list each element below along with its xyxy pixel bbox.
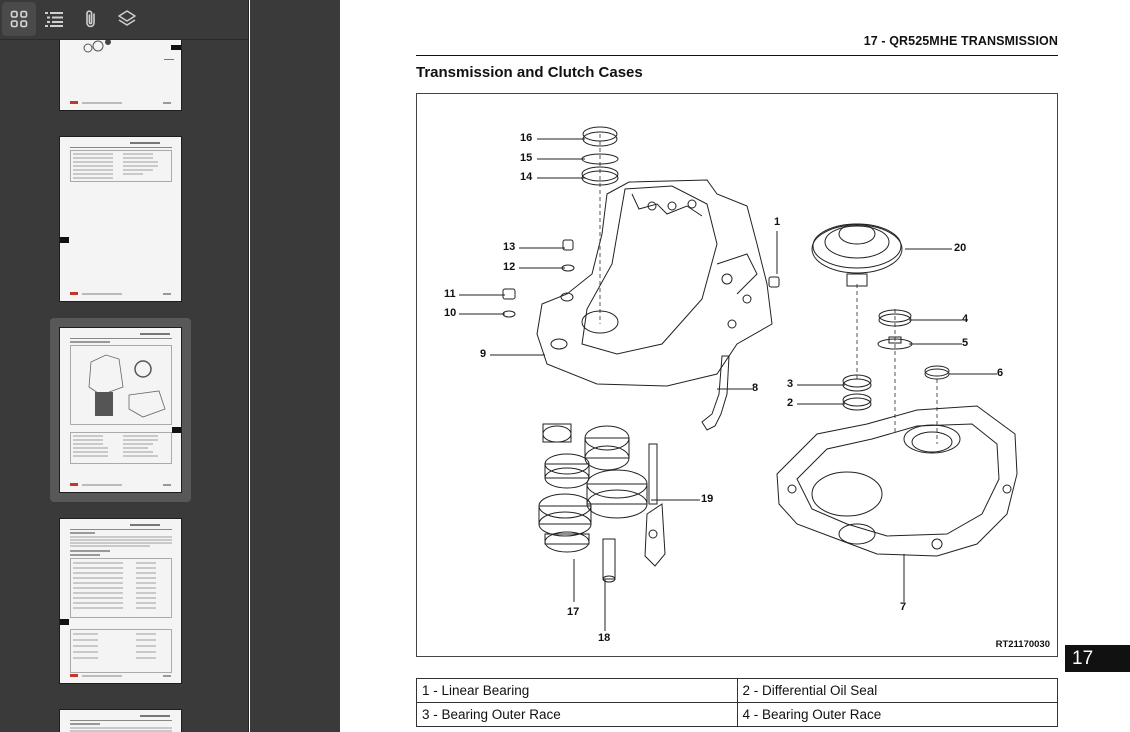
document-page: 17 - QR525MHE TRANSMISSION Transmission …	[340, 0, 1130, 732]
figure-code: RT21170030	[995, 639, 1050, 650]
table-cell: 3 - Bearing Outer Race	[416, 702, 738, 727]
exploded-view-figure: 16 15 14 13 12 11 10 9 1 20 4 5 6 3 2 8 …	[416, 93, 1058, 657]
thumbnail-diagram	[88, 354, 166, 418]
layers-button[interactable]	[110, 2, 144, 36]
thumbnail-diagram	[83, 39, 111, 53]
page-thumbnail[interactable]	[59, 709, 182, 732]
attachments-button[interactable]	[74, 2, 108, 36]
table-row: 1 - Linear Bearing 2 - Differential Oil …	[416, 678, 1058, 703]
callout-19: 19	[701, 493, 714, 505]
viewer-gutter	[250, 0, 340, 732]
callout-3: 3	[787, 378, 794, 390]
table-cell: 4 - Bearing Outer Race	[736, 702, 1058, 727]
callout-16: 16	[520, 132, 533, 144]
outline-button[interactable]	[37, 2, 71, 36]
outline-icon	[44, 10, 64, 28]
layers-icon	[117, 9, 137, 29]
table-cell: 1 - Linear Bearing	[416, 678, 738, 703]
callout-13: 13	[503, 241, 516, 253]
table-row: 3 - Bearing Outer Race 4 - Bearing Outer…	[416, 702, 1058, 727]
section-title: Transmission and Clutch Cases	[416, 64, 643, 81]
callout-2: 2	[787, 397, 794, 409]
page-thumbnail[interactable]	[59, 518, 182, 684]
thumbnails-button[interactable]	[2, 2, 36, 36]
sidebar-toolbar	[0, 0, 248, 40]
page-thumbnail[interactable]	[59, 136, 182, 302]
callout-5: 5	[962, 337, 969, 349]
callout-14: 14	[520, 171, 533, 183]
transmission-exploded-diagram	[459, 126, 1018, 631]
callout-9: 9	[480, 348, 487, 360]
thumbnail-sidebar	[0, 0, 249, 732]
callout-20: 20	[954, 242, 967, 254]
chapter-tab: 17	[1065, 645, 1130, 672]
header-rule	[416, 55, 1058, 56]
running-head: 17 - QR525MHE TRANSMISSION	[863, 34, 1058, 48]
callout-17: 17	[567, 606, 580, 618]
callout-15: 15	[520, 152, 533, 164]
callout-11: 11	[444, 288, 456, 300]
callout-18: 18	[598, 632, 611, 644]
thumbnails-icon	[10, 10, 28, 28]
callout-10: 10	[444, 307, 457, 319]
callout-8: 8	[752, 382, 759, 394]
callout-1: 1	[774, 216, 781, 228]
page-thumbnail-selected[interactable]	[59, 327, 182, 493]
callout-12: 12	[503, 261, 516, 273]
table-cell: 2 - Differential Oil Seal	[736, 678, 1058, 703]
parts-legend-table: 1 - Linear Bearing 2 - Differential Oil …	[416, 678, 1058, 727]
callout-4: 4	[962, 313, 969, 325]
paperclip-icon	[83, 9, 99, 29]
callout-6: 6	[997, 367, 1004, 379]
callout-7: 7	[900, 601, 907, 613]
